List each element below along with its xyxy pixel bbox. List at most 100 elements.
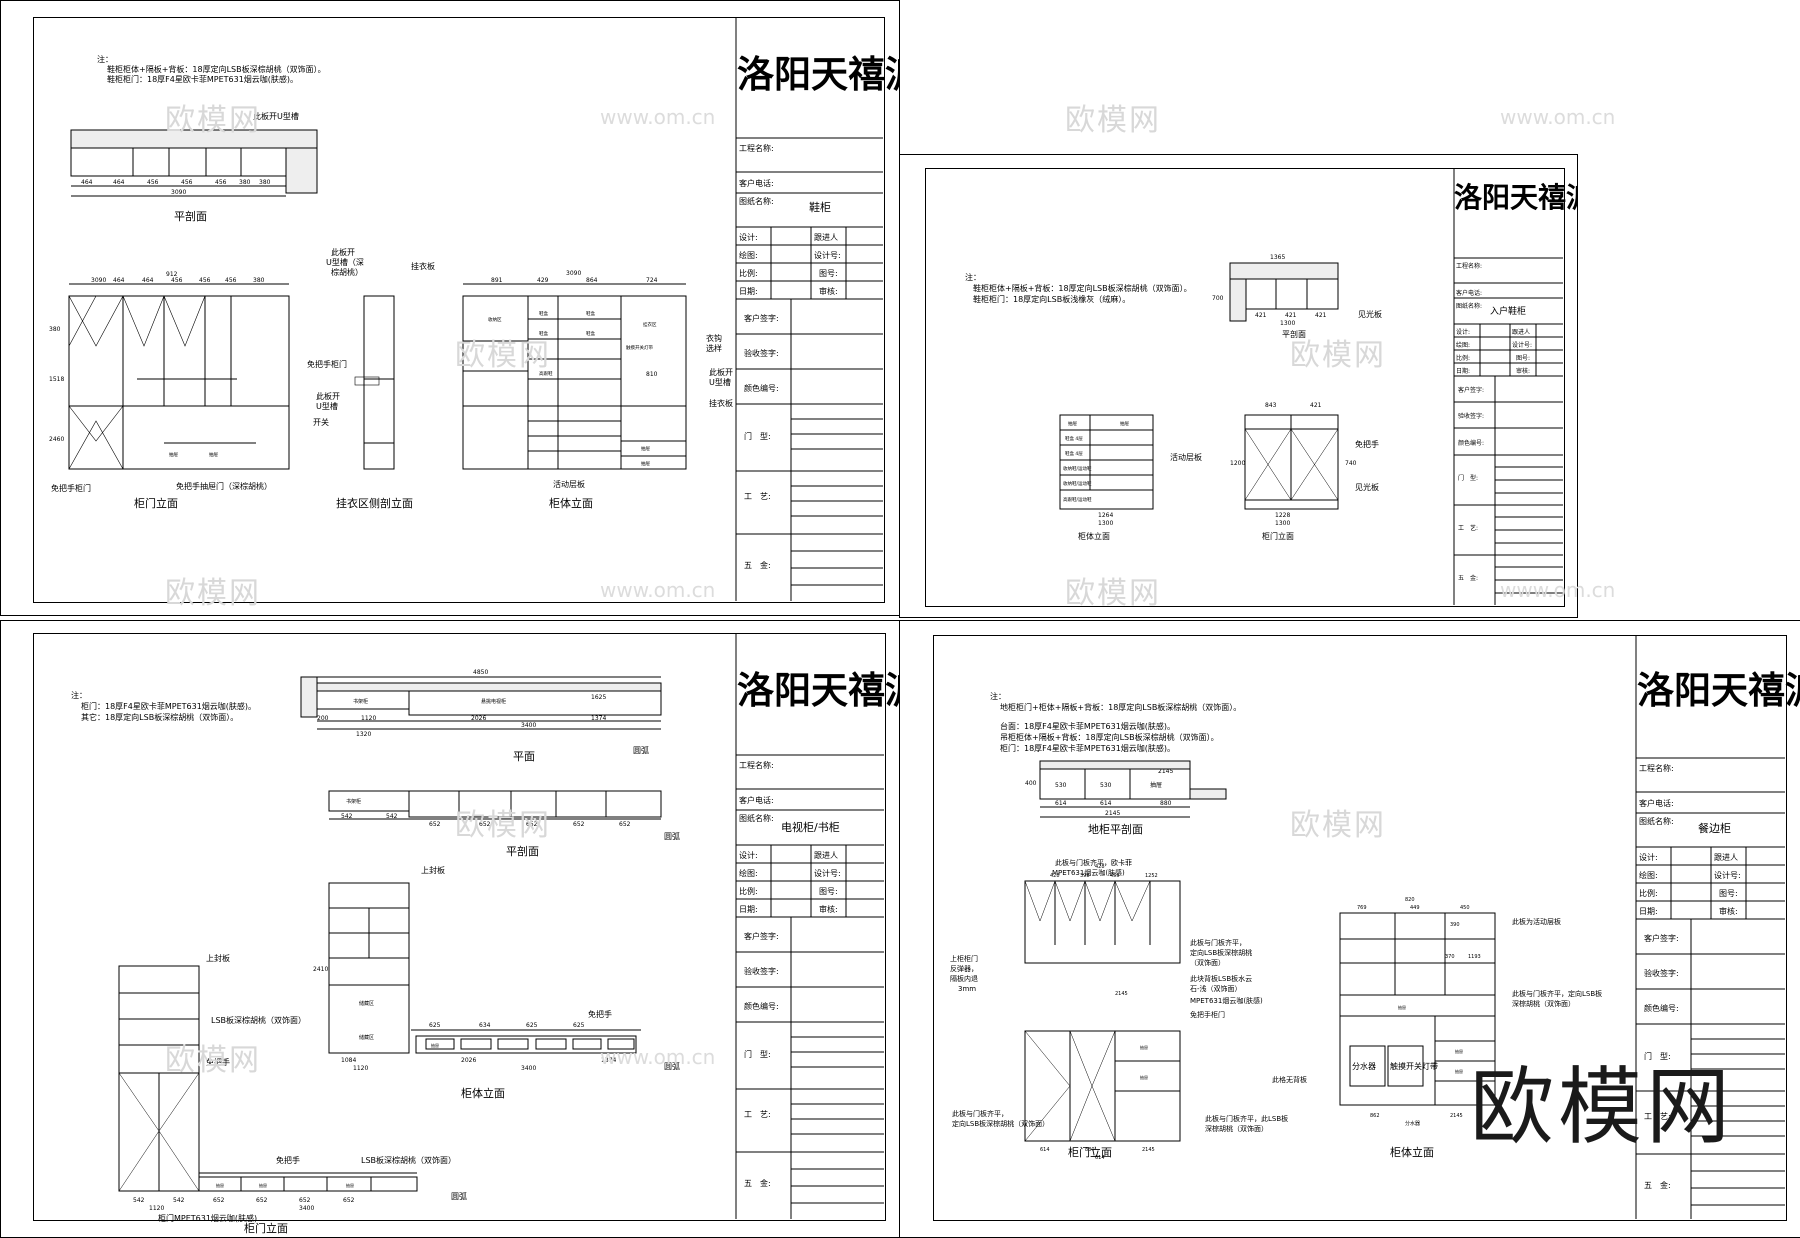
sheet-frame xyxy=(933,635,1787,1221)
carcass-elevation: 储藏区 储藏区 2410 625 634 625 625 1084 2026 1… xyxy=(313,882,641,1072)
drawer-label: 抽屉 xyxy=(259,1182,267,1188)
dim: 542 xyxy=(173,1197,185,1204)
callout: U型槽 xyxy=(316,401,338,411)
dim: 2145 xyxy=(1105,810,1120,817)
tb-label: 图号: xyxy=(819,269,838,278)
view-label: 柜门立面 xyxy=(134,496,178,510)
tb-label: 五 金: xyxy=(1458,574,1478,582)
tb-label: 设计号: xyxy=(1512,341,1532,349)
callout: 此板开 xyxy=(316,391,340,401)
plan-section: 1365 421 421 421 1300 700 xyxy=(1212,254,1339,327)
callout: MPET631烟云咖(肤感) xyxy=(1190,996,1263,1005)
dim: 1300 xyxy=(1098,520,1113,527)
callout: 免把手抽屉门（深棕胡桃） xyxy=(176,481,272,491)
dim: 530 xyxy=(1100,782,1112,789)
cell-label: 收纳鞋/运动鞋 xyxy=(1063,465,1092,472)
tb-label: 日期: xyxy=(1456,367,1470,375)
callout: LSB板深棕胡桃（双饰面） xyxy=(211,1015,306,1025)
sheet-drawing: 注： 地柜柜门+柜体+隔板+背板：18厚定向LSB板深棕胡桃（双饰面）。 台面：… xyxy=(950,635,1800,1219)
dim: 724 xyxy=(646,277,658,284)
cell-label: 触摸开关灯带 xyxy=(626,344,653,351)
watermark-logo: 欧模网 xyxy=(165,1043,261,1078)
dim: 2460 xyxy=(49,436,64,443)
dim: 2145 xyxy=(1115,991,1128,997)
cell-label: 抽屉 xyxy=(1398,1004,1406,1010)
callout: 深棕胡桃（双饰面） xyxy=(1205,1124,1268,1133)
drawer-label: 抽屉 xyxy=(346,1182,354,1188)
tb-label: 绘图: xyxy=(739,868,758,878)
watermark-url: www.om.cn xyxy=(600,1045,716,1069)
dim: 652 xyxy=(343,1197,355,1204)
carcass-elevation: 891 429 864 724 3090 810 鞋盒 鞋盒 鞋盒 鞋盒 高跟鞋… xyxy=(462,270,687,470)
view-label: 平剖面 xyxy=(174,209,207,223)
tb-label: 绘图: xyxy=(1639,870,1658,880)
tb-label: 绘图: xyxy=(1456,341,1470,349)
sheet-sideboard: 注： 地柜柜门+柜体+隔板+背板：18厚定向LSB板深棕胡桃（双饰面）。 台面：… xyxy=(899,620,1800,1238)
tb-label: 图纸名称: xyxy=(739,813,774,823)
dim: 652 xyxy=(526,821,538,828)
dim: 370 xyxy=(1445,954,1455,960)
dim: 456 xyxy=(147,179,159,186)
tb-label: 设计: xyxy=(1639,852,1658,862)
callout: U型槽 xyxy=(709,377,731,387)
tb-label: 客户签字: xyxy=(1458,386,1484,394)
drawer-label: 抽屉 xyxy=(641,460,650,467)
door-elevation: 843 421 1228 1300 1200 740 xyxy=(1230,402,1357,527)
view-label: 地柜平剖面 xyxy=(1088,822,1143,836)
callout: 免把手柜门 xyxy=(1190,1010,1225,1019)
brand-title: 洛阳天禧派 xyxy=(1637,668,1800,712)
dim: 542 xyxy=(386,813,398,820)
dim: 614 xyxy=(1100,800,1112,807)
note-line: 柜门：18厚F4星欧卡菲MPET631烟云咖(肤感)。 xyxy=(81,701,256,711)
dim: 2145 xyxy=(1158,768,1173,775)
cell-label: 分水器 xyxy=(1352,1061,1376,1071)
cell-label: 鞋盒 xyxy=(586,310,595,317)
tb-label: 绘图: xyxy=(739,250,758,260)
callout: 衣钩 xyxy=(706,333,722,343)
view-label: 柜体立面 xyxy=(1390,1145,1434,1159)
sheet-tv-bookcase: 注： 柜门：18厚F4星欧卡菲MPET631烟云咖(肤感)。 其它：18厚定向L… xyxy=(0,620,900,1238)
callout: 隔板内退 xyxy=(950,974,978,983)
callout: 见光板 xyxy=(1355,482,1379,492)
dim: 421 xyxy=(1310,402,1322,409)
plan-section: 此板开U型槽 464 464 456 456 456 380 380 3090 xyxy=(70,111,318,197)
tb-label: 比例: xyxy=(739,886,758,896)
tb-label: 工程名称: xyxy=(739,143,774,153)
watermark-logo: 欧模网 xyxy=(455,338,551,373)
tb-label: 图纸名称: xyxy=(1639,816,1674,826)
dim: 912 xyxy=(166,271,178,278)
tb-label: 设计号: xyxy=(814,868,841,878)
tb-label: 工 艺: xyxy=(744,492,771,501)
view-label: 柜门立面 xyxy=(1262,531,1294,541)
dim: 421 xyxy=(1285,312,1297,319)
door-elevation: 抽屉 抽屉 抽屉 542 542 652 652 652 652 1120 34… xyxy=(118,965,418,1212)
note-line: 柜门：18厚F4星欧卡菲MPET631烟云咖(肤感)。 xyxy=(1000,743,1175,753)
dim: 3090 xyxy=(566,270,581,277)
cell-label: 触摸开关灯带 xyxy=(1390,1061,1438,1071)
dim: 429 xyxy=(537,277,549,284)
dim: 530 xyxy=(1055,782,1067,789)
tb-label: 比例: xyxy=(1456,354,1470,362)
callout: 此板与门板齐平，此LSB板 xyxy=(1205,1114,1288,1123)
sheet-entry-shoe-cabinet: 注： 鞋柜柜体+隔板+背板：18厚定向LSB板深棕胡桃（双饰面）。 鞋柜柜门：1… xyxy=(899,154,1578,618)
view-label: 平剖面 xyxy=(506,844,539,858)
cell-label: 高跟鞋 xyxy=(539,370,553,377)
title-block xyxy=(1453,168,1563,605)
cell-label: 收纳区 xyxy=(488,316,502,323)
dim: 1228 xyxy=(1275,512,1290,519)
tb-label: 图号: xyxy=(819,887,838,896)
view-label: 柜体立面 xyxy=(461,1086,505,1100)
sheet-drawing: 注： 柜门：18厚F4星欧卡菲MPET631烟云咖(肤感)。 其它：18厚定向L… xyxy=(71,633,899,1235)
title-block xyxy=(735,633,884,1219)
note-line: 其它：18厚定向LSB板深棕胡桃（双饰面）。 xyxy=(81,712,238,722)
dim: 652 xyxy=(429,821,441,828)
callout: 石-浅（双饰面） xyxy=(1190,984,1242,993)
door-elevation: 428 398 455 1252 428 2145 614 880 2145 6… xyxy=(1024,864,1181,1161)
callout: 免把手 xyxy=(1355,439,1379,449)
tb-label: 客户电话: xyxy=(739,795,774,805)
callout: 此板开 xyxy=(709,367,733,377)
drawer-label: 抽屉 xyxy=(1150,781,1162,789)
cell-label: 鞋盒 xyxy=(586,330,595,337)
dim: 400 xyxy=(1025,780,1037,787)
callout: 此板与门板齐平， xyxy=(1190,938,1246,947)
